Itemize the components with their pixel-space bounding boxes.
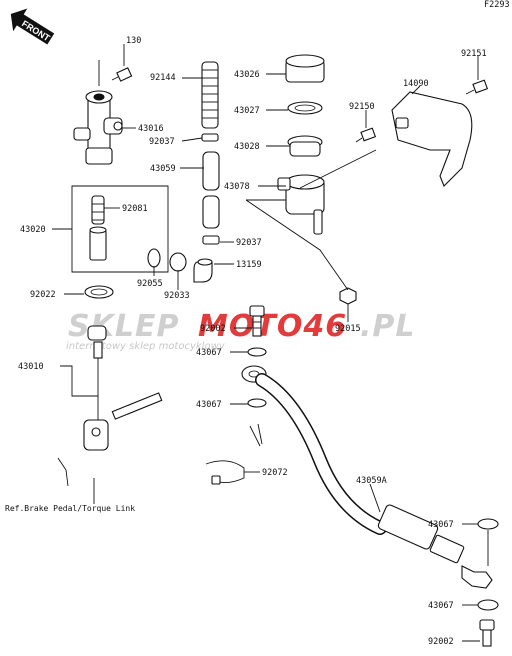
label-43067-a: 43067 xyxy=(196,348,222,358)
label-43020: 43020 xyxy=(20,225,46,235)
label-92151: 92151 xyxy=(461,49,487,59)
label-43010: 43010 xyxy=(18,362,44,372)
reservoir-43078-drawing xyxy=(277,174,325,235)
piston-drawing xyxy=(89,226,107,261)
watermark-left: SKLEP xyxy=(68,309,179,344)
washer-43067-d-drawing xyxy=(477,599,499,611)
label-43016: 43016 xyxy=(138,124,164,134)
clamp-92037-bottom-drawing xyxy=(202,235,220,245)
label-92015: 92015 xyxy=(335,324,361,334)
watermark-red: MOTO46 xyxy=(198,309,347,344)
plate-43027-drawing xyxy=(287,101,323,115)
clamp-92037-top-drawing xyxy=(201,133,219,142)
washer-43067-c-drawing xyxy=(477,518,499,530)
label-92081: 92081 xyxy=(122,204,148,214)
label-92002-upper: 92002 xyxy=(200,324,226,334)
label-92055: 92055 xyxy=(137,279,163,289)
label-92002-lower: 92002 xyxy=(428,637,454,647)
master-cylinder-body-drawing xyxy=(73,60,123,165)
label-92037-bottom: 92037 xyxy=(236,238,262,248)
watermark: SKLEP MOTO46 .PL internetowy sklep motoc… xyxy=(66,309,416,352)
push-rod-43010-drawing xyxy=(57,325,163,487)
washer-43067-a-drawing xyxy=(247,347,267,357)
label-43067-d: 43067 xyxy=(428,601,454,611)
hose-clamp-pointer-a xyxy=(249,425,261,447)
spring-92144-drawing xyxy=(201,61,219,129)
label-43026: 43026 xyxy=(234,70,260,80)
label-92072: 92072 xyxy=(262,468,288,478)
leader-lines xyxy=(52,44,480,642)
cover-link-line xyxy=(299,149,377,189)
elbow-13159-drawing xyxy=(193,258,213,283)
label-43027: 43027 xyxy=(234,106,260,116)
label-92022: 92022 xyxy=(30,290,56,300)
label-92033: 92033 xyxy=(164,291,190,301)
brake-hose-43059a-drawing xyxy=(241,365,493,589)
label-92037-top: 92037 xyxy=(149,137,175,147)
circlip-92022-drawing xyxy=(84,285,114,299)
part-labels: 130 92144 43026 92151 14090 43027 92150 … xyxy=(5,36,487,647)
washer-43067-b-drawing xyxy=(247,398,267,408)
spring-92081-drawing xyxy=(91,195,105,225)
reference-note: Ref.Brake Pedal/Torque Link xyxy=(5,504,135,513)
hose-clamp-pointer-b xyxy=(257,423,263,445)
push-rod-leader xyxy=(60,365,98,397)
clamp-92072-drawing xyxy=(205,460,245,485)
o-ring-92055-drawing xyxy=(147,248,161,268)
watermark-subtitle: internetowy sklep motocyklowy xyxy=(66,341,226,352)
label-43078: 43078 xyxy=(224,182,250,192)
banjo-bolt-92002-lower-drawing xyxy=(479,619,495,647)
front-direction-arrow: FRONT xyxy=(10,8,55,45)
figure-code: F2293 xyxy=(484,0,510,10)
hose-43059-drawing xyxy=(202,151,220,229)
label-43067-b: 43067 xyxy=(196,400,222,410)
cover-14090-drawing xyxy=(391,91,473,187)
label-92150: 92150 xyxy=(349,102,375,112)
bolt-92151-drawing xyxy=(465,79,489,95)
nut-92015-drawing xyxy=(339,287,357,305)
bolt-130-drawing xyxy=(111,67,133,82)
label-130: 130 xyxy=(126,36,141,46)
diaphragm-43028-drawing xyxy=(287,135,323,157)
label-92144: 92144 xyxy=(150,73,176,83)
mount-link-line xyxy=(245,199,349,291)
banjo-bolt-92002-upper-drawing xyxy=(249,305,265,337)
label-13159: 13159 xyxy=(236,260,262,270)
label-43028: 43028 xyxy=(234,142,260,152)
label-14090: 14090 xyxy=(403,79,429,89)
label-43067-c: 43067 xyxy=(428,520,454,530)
label-43059: 43059 xyxy=(150,164,176,174)
bolt-92150-drawing xyxy=(355,127,377,143)
circlip-92033-drawing xyxy=(169,252,187,272)
cap-43026-drawing xyxy=(285,54,325,83)
label-43059a: 43059A xyxy=(356,476,387,486)
watermark-right: .PL xyxy=(360,309,416,344)
